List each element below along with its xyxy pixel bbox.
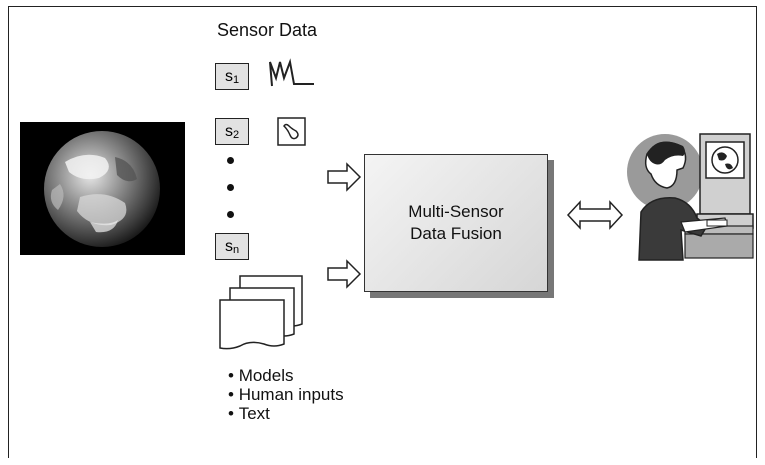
ellipsis-dot-3 <box>227 211 234 218</box>
input-arrow-lower <box>327 259 362 289</box>
blob-shape-icon <box>277 117 306 146</box>
list-item: Human inputs <box>228 385 344 404</box>
ellipsis-dot-1 <box>227 157 234 164</box>
waveform-icon <box>269 58 314 87</box>
fusion-box: Multi-Sensor Data Fusion <box>364 154 548 292</box>
fusion-label-line1: Multi-Sensor <box>408 202 504 221</box>
bidirectional-arrow <box>566 200 624 230</box>
list-item: Models <box>228 366 344 385</box>
document-stack-icon <box>219 275 303 350</box>
other-inputs-list: Models Human inputs Text <box>228 366 344 423</box>
fusion-label-line2: Data Fusion <box>410 224 502 243</box>
input-arrow-upper <box>327 162 362 192</box>
earth-image <box>20 122 185 255</box>
sensor-data-title: Sensor Data <box>217 20 318 40</box>
list-item: Text <box>228 404 344 423</box>
diagram-frame <box>8 6 757 458</box>
ellipsis-dot-2 <box>227 184 234 191</box>
human-operator-icon <box>627 133 754 261</box>
